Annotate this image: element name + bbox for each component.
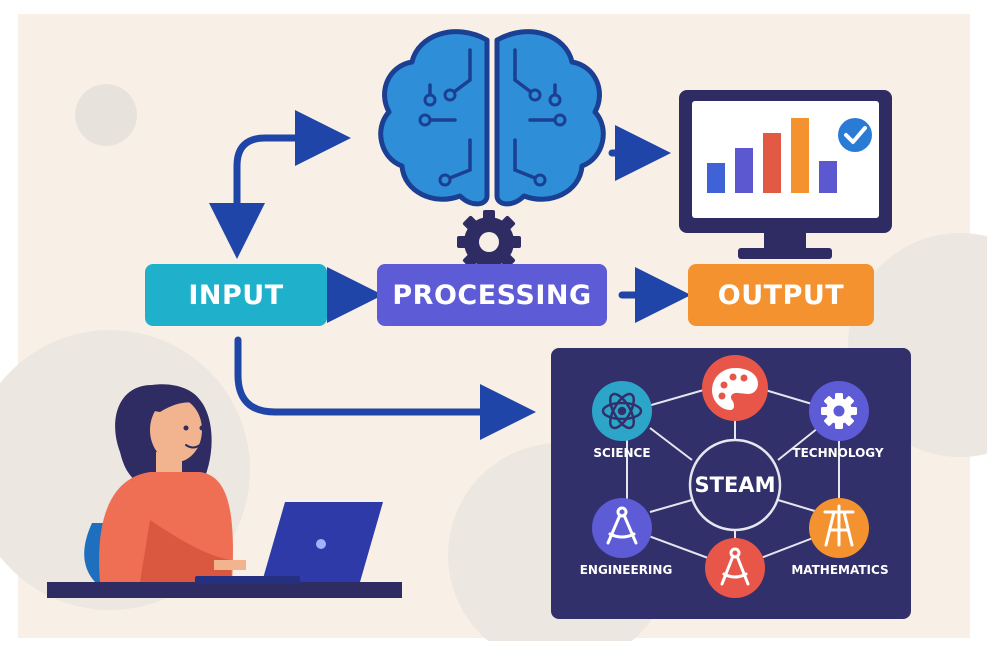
input-box: INPUT bbox=[145, 264, 327, 326]
easel-icon bbox=[823, 504, 855, 547]
processing-label: PROCESSING bbox=[392, 279, 592, 311]
atom-icon bbox=[601, 392, 643, 430]
design-node bbox=[705, 538, 765, 598]
palette-icon bbox=[712, 368, 758, 410]
input-to-steam-arrow bbox=[234, 336, 536, 440]
gear-icon bbox=[457, 210, 521, 274]
checkmark-icon bbox=[838, 118, 872, 152]
brain-circuit-icon bbox=[378, 29, 606, 207]
output-label: OUTPUT bbox=[717, 279, 845, 311]
processing-box: PROCESSING bbox=[377, 264, 607, 326]
science-node bbox=[592, 381, 652, 441]
gear-icon bbox=[821, 393, 857, 429]
technology-label: TECHNOLOGY bbox=[792, 446, 884, 460]
technology-node bbox=[809, 381, 869, 441]
engineering-node bbox=[592, 498, 652, 558]
chart-bar bbox=[819, 161, 837, 193]
chart-bar bbox=[707, 163, 725, 193]
arts-node bbox=[702, 355, 768, 421]
mathematics-label: MATHEMATICS bbox=[791, 563, 889, 577]
compass-icon bbox=[606, 506, 638, 545]
mathematics-node bbox=[809, 498, 869, 558]
science-label: SCIENCE bbox=[593, 446, 651, 460]
compass-icon bbox=[720, 547, 750, 586]
decor-circle bbox=[75, 84, 137, 146]
chart-bar bbox=[763, 133, 781, 193]
input-label: INPUT bbox=[188, 279, 284, 311]
monitor-chart-icon bbox=[679, 90, 892, 259]
desk bbox=[47, 582, 402, 598]
output-box: OUTPUT bbox=[688, 264, 874, 326]
steam-center-label: STEAM bbox=[694, 473, 776, 497]
chart-bar bbox=[735, 148, 753, 193]
engineering-label: ENGINEERING bbox=[579, 563, 673, 577]
chart-bar bbox=[791, 118, 809, 193]
laptop-icon bbox=[195, 502, 383, 584]
woman-at-laptop-illustration bbox=[47, 384, 402, 598]
